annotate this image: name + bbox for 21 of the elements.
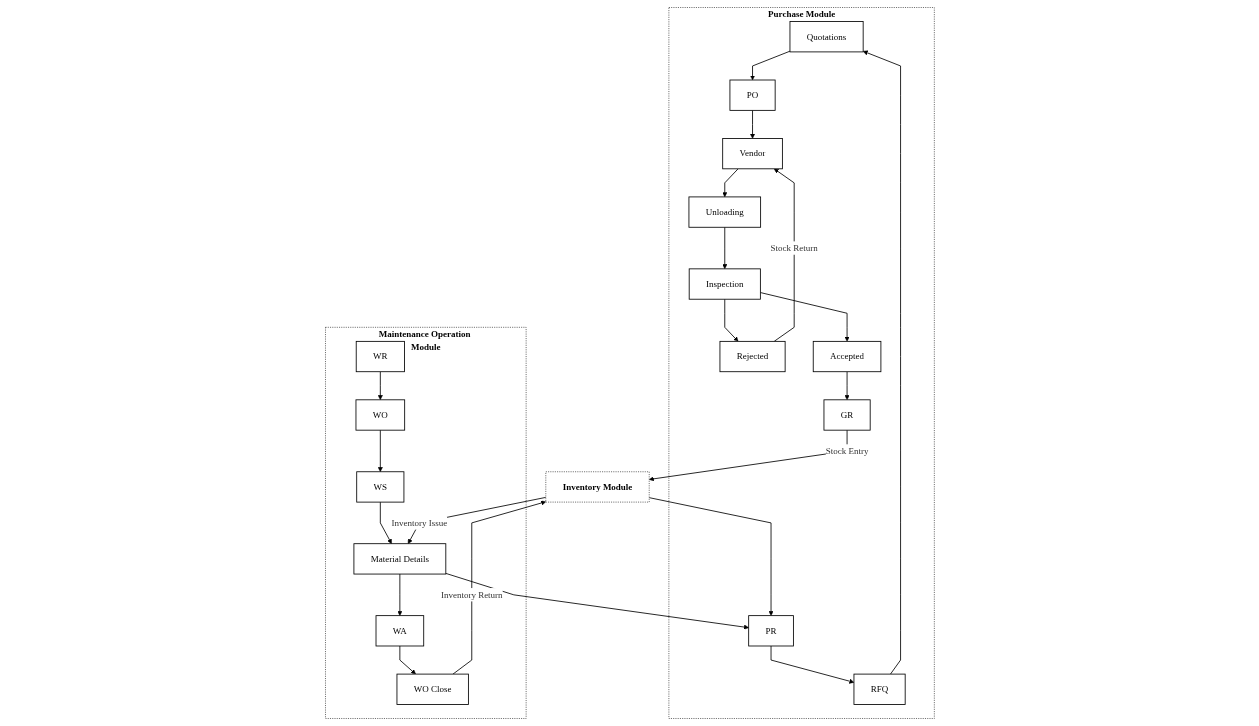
node-box: Inspection	[688, 268, 761, 300]
node-box: Accepted	[812, 340, 881, 373]
node-box: WR	[355, 340, 405, 373]
edge-label: Stock Return	[770, 243, 818, 253]
node-box: Quotations	[789, 21, 864, 53]
node-box: Vendor	[721, 138, 783, 170]
node-box: WA	[375, 615, 424, 647]
node-box: Material Details	[353, 543, 446, 575]
node-box: WS	[355, 471, 404, 503]
node-box: PR	[747, 615, 794, 647]
edge-label: Inventory Return	[440, 589, 503, 600]
node-box: RFQ	[853, 673, 906, 705]
edge-label: Stock Entry	[825, 445, 868, 456]
node-box: GR	[823, 399, 871, 431]
node-box: PO	[729, 79, 776, 111]
edge-label: Inventory Issue	[391, 517, 447, 528]
node-box: WO	[355, 399, 405, 431]
node-box: Rejected	[719, 340, 786, 373]
node-box: Unloading	[688, 196, 761, 228]
node-box: WO Close	[396, 673, 469, 705]
node-box: Inventory Module	[545, 471, 650, 503]
